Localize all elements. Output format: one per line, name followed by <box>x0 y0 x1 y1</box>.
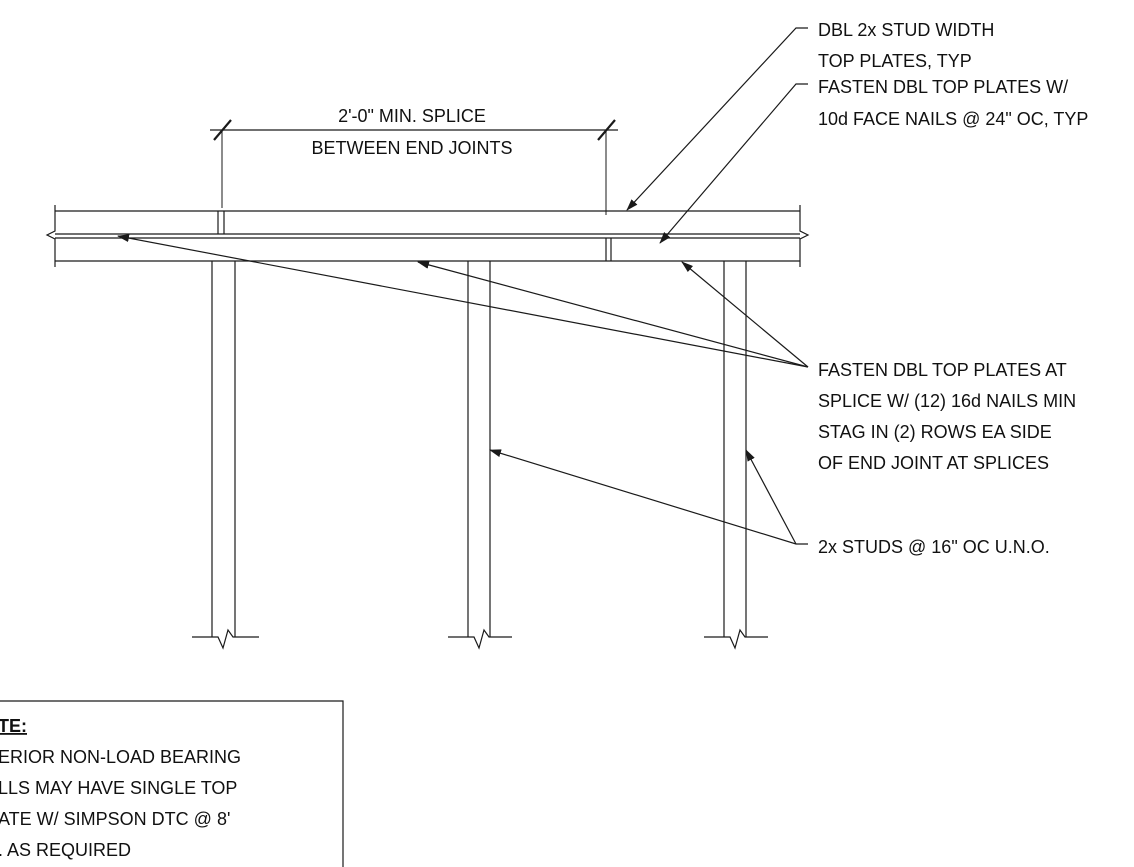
leader-splice-nails-2 <box>417 260 809 368</box>
dimension-label-line1: 2'-0" MIN. SPLICE <box>338 106 486 126</box>
callout-text: SPLICE W/ (12) 16d NAILS MIN <box>818 391 1076 411</box>
stud-break-middle <box>448 628 512 650</box>
callout-text: FASTEN DBL TOP PLATES AT <box>818 360 1067 380</box>
callout-text: TOP PLATES, TYP <box>818 51 972 71</box>
stud-left <box>192 261 259 650</box>
leader-face-nails <box>659 83 808 244</box>
stud-middle <box>448 261 512 650</box>
dimension-tick-right <box>597 119 616 141</box>
break-mark-right <box>799 205 810 267</box>
note-box: TE: ERIOR NON-LOAD BEARING LLS MAY HAVE … <box>0 700 344 867</box>
callout-splice-nails: FASTEN DBL TOP PLATES AT SPLICE W/ (12) … <box>818 360 1076 473</box>
callout-top-plates: DBL 2x STUD WIDTH TOP PLATES, TYP <box>818 20 994 71</box>
note-line: LLS MAY HAVE SINGLE TOP <box>0 778 237 798</box>
leader-top-plates <box>626 27 808 211</box>
dimension-label-line2: BETWEEN END JOINTS <box>311 138 512 158</box>
dimension-tick-left <box>213 119 232 141</box>
note-line: . AS REQUIRED <box>0 840 131 860</box>
double-top-plates <box>45 205 810 267</box>
leader-splice-nails-1 <box>117 234 809 368</box>
callout-text: OF END JOINT AT SPLICES <box>818 453 1049 473</box>
note-title: TE: <box>0 716 27 736</box>
stud-break-right <box>704 628 768 650</box>
callout-studs: 2x STUDS @ 16" OC U.N.O. <box>818 537 1050 557</box>
callout-face-nails: FASTEN DBL TOP PLATES W/ 10d FACE NAILS … <box>818 77 1088 129</box>
callout-text: DBL 2x STUD WIDTH <box>818 20 994 40</box>
callout-text: FASTEN DBL TOP PLATES W/ <box>818 77 1068 97</box>
break-mark-left <box>45 205 56 267</box>
stud-break-left <box>192 628 259 650</box>
callout-text: STAG IN (2) ROWS EA SIDE <box>818 422 1052 442</box>
note-line: ERIOR NON-LOAD BEARING <box>0 747 241 767</box>
studs <box>192 261 768 650</box>
leaders <box>117 27 809 545</box>
note-border <box>0 700 344 867</box>
stud-right <box>704 261 768 650</box>
splice-dimension: 2'-0" MIN. SPLICE BETWEEN END JOINTS <box>210 106 618 215</box>
leader-studs-1 <box>489 449 808 545</box>
note-line: ATE W/ SIMPSON DTC @ 8' <box>0 809 230 829</box>
leader-splice-nails-3 <box>681 261 809 368</box>
callout-text: 10d FACE NAILS @ 24" OC, TYP <box>818 109 1088 129</box>
leader-studs-2 <box>745 449 797 545</box>
callout-text: 2x STUDS @ 16" OC U.N.O. <box>818 537 1050 557</box>
